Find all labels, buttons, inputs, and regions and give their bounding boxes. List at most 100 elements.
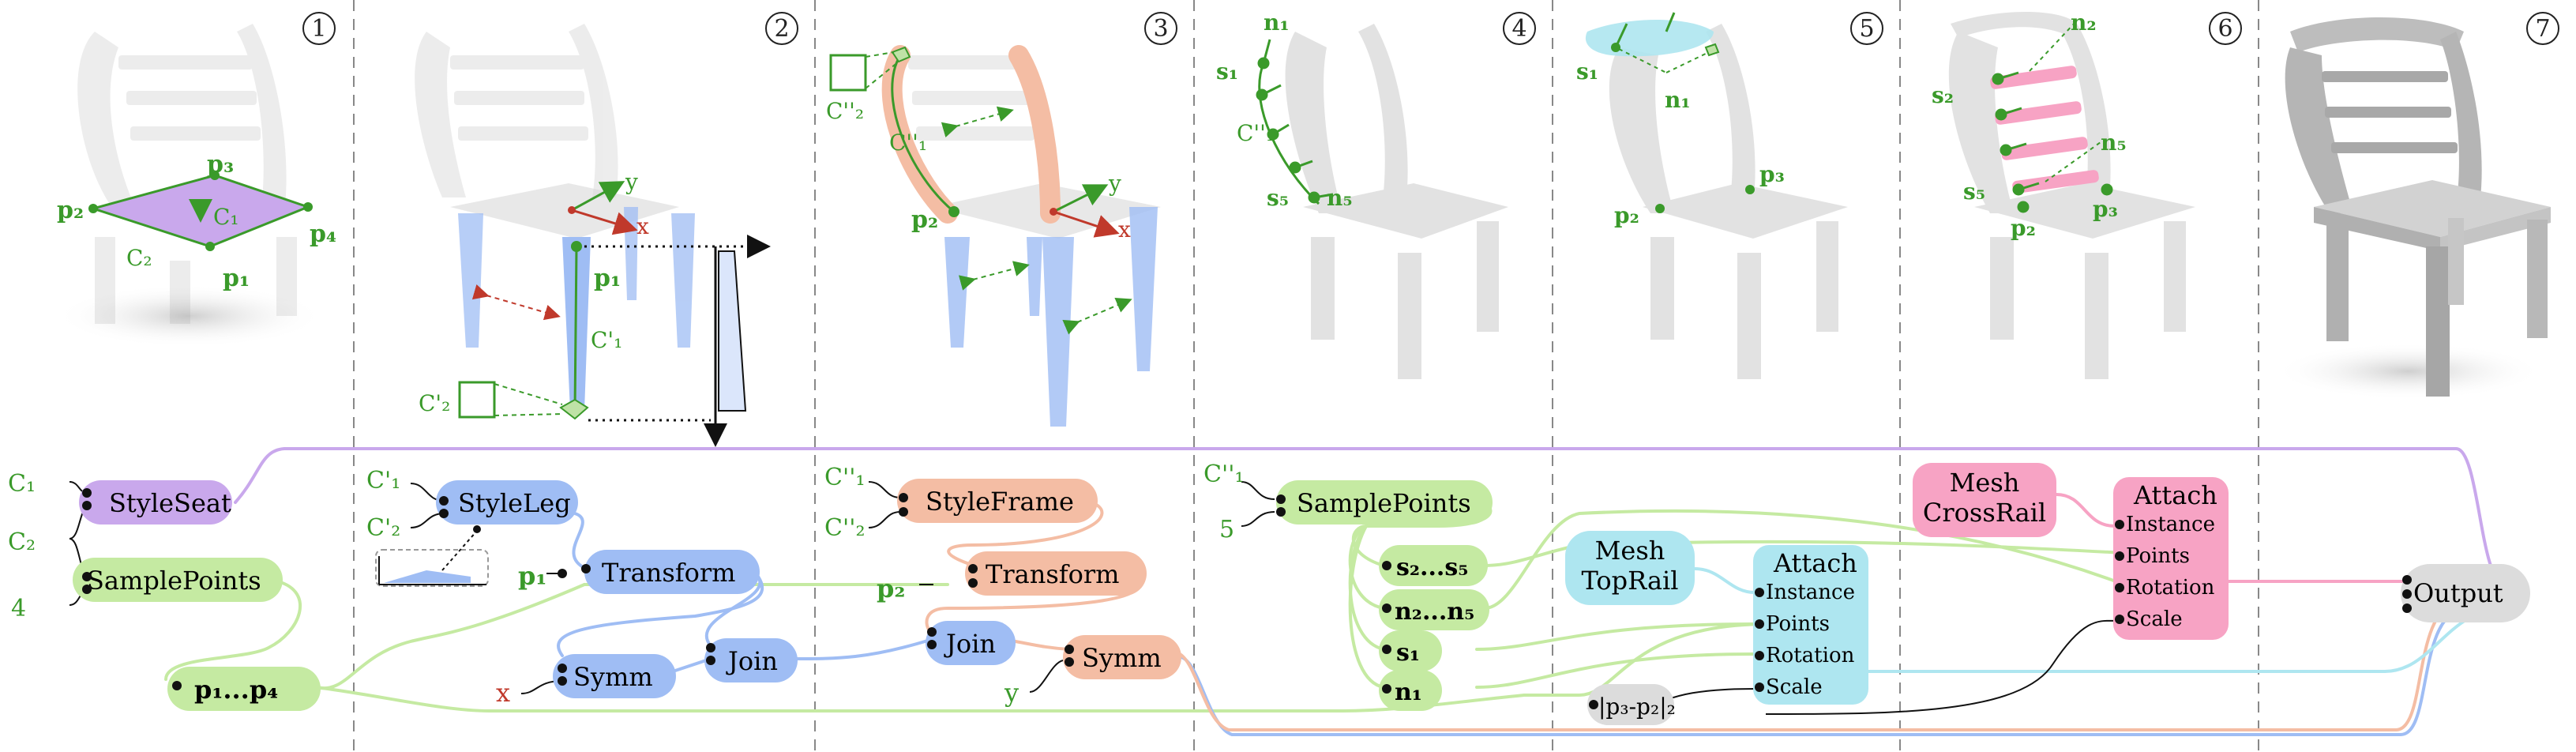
panel-numbers: 1 2 3 4 5 6 7 — [302, 12, 2559, 45]
node-transform-1 — [584, 550, 760, 594]
svg-text:s₂...s₅: s₂...s₅ — [1396, 554, 1468, 581]
panel-number-6: 6 — [2209, 12, 2242, 45]
svg-text:|p₃-p₂|₂: |p₃-p₂|₂ — [1598, 694, 1676, 720]
node-p1-p4 — [167, 667, 321, 711]
svg-text:5: 5 — [1859, 15, 1874, 43]
node-n2-n5 — [1379, 589, 1489, 630]
panel-number-3: 3 — [1144, 12, 1177, 45]
svg-text:Rotation: Rotation — [1766, 644, 1855, 667]
label-s5: s₅ — [1267, 185, 1289, 211]
node-attach-2 — [2113, 477, 2229, 640]
label-n2: n₂ — [2071, 9, 2097, 36]
svg-text:Scale: Scale — [1766, 675, 1823, 699]
svg-text:2: 2 — [774, 15, 789, 43]
input-p1: p₁ — [518, 561, 546, 591]
input-five: 5 — [1219, 516, 1234, 543]
label-p2: p₂ — [1614, 202, 1639, 228]
svg-text:Mesh: Mesh — [1595, 536, 1665, 566]
label-n1: n₁ — [1665, 87, 1691, 113]
svg-text:StyleSeat: StyleSeat — [109, 488, 231, 518]
node-n1 — [1379, 670, 1442, 711]
node-style-leg — [436, 480, 578, 525]
svg-text:CrossRail: CrossRail — [1923, 498, 2046, 528]
label-p1: p₁ — [594, 265, 621, 292]
node-s1 — [1379, 630, 1442, 671]
svg-text:Transform: Transform — [986, 559, 1120, 589]
label-p3: p₃ — [1759, 161, 1785, 187]
input-c2-prime: C'₂ — [366, 514, 400, 542]
node-join-2 — [926, 621, 1016, 665]
svg-text:Join: Join — [726, 646, 778, 676]
panel-2-scene: p₁ C'₁ C'₂ y x — [415, 24, 771, 447]
svg-text:SamplePoints: SamplePoints — [1297, 488, 1471, 518]
label-p2: p₂ — [57, 197, 84, 224]
node-symm-2 — [1063, 635, 1181, 679]
svg-text:7: 7 — [2535, 15, 2550, 43]
label-s2: s₂ — [1932, 82, 1954, 108]
label-p4: p₄ — [310, 220, 336, 248]
node-style-frame — [897, 479, 1098, 523]
label-n5: n₅ — [1327, 185, 1353, 211]
label-s5: s₅ — [1963, 179, 1985, 205]
label-p3: p₃ — [2093, 196, 2118, 222]
label-c2-double-prime: C''₂ — [826, 98, 864, 124]
label-n5: n₅ — [2101, 130, 2127, 156]
svg-text:Points: Points — [1766, 612, 1830, 636]
label-s1: s₁ — [1216, 58, 1238, 85]
axis-x-label: x — [636, 213, 649, 239]
node-join-1 — [704, 638, 798, 682]
node-sample-points-1 — [73, 558, 283, 602]
panel-3-scene: C''₂ C''₁ y x p₂ — [826, 45, 1161, 427]
panel-number-5: 5 — [1850, 12, 1883, 45]
node-transform-2 — [965, 551, 1147, 596]
svg-text:Mesh: Mesh — [1950, 468, 2020, 498]
panel-number-2: 2 — [765, 12, 798, 45]
node-mesh-toprail — [1565, 531, 1695, 605]
svg-text:StyleLeg: StyleLeg — [458, 488, 571, 518]
input-c1-double-prime: C''₁ — [824, 464, 865, 491]
input-four: 4 — [11, 595, 26, 622]
svg-text:Instance: Instance — [2126, 513, 2215, 536]
panel-separators — [353, 0, 2259, 752]
panel-number-4: 4 — [1503, 12, 1536, 45]
label-n1: n₁ — [1264, 9, 1290, 36]
label-c1-double-prime: C''₁ — [889, 130, 927, 156]
input-c1-prime: C'₁ — [366, 467, 400, 494]
node-symm-1 — [553, 654, 676, 698]
input-y-vector: y — [1004, 678, 1019, 708]
node-distance — [1587, 684, 1674, 725]
label-p2: p₂ — [2011, 215, 2036, 241]
svg-text:6: 6 — [2217, 15, 2232, 43]
panel-7-scene — [2274, 17, 2551, 400]
svg-text:Points: Points — [2126, 544, 2190, 568]
panel-4-scene: n₁ s₁ s₅ n₅ C''₁ — [1216, 9, 1508, 379]
label-p2: p₂ — [911, 206, 938, 234]
svg-text:Rotation: Rotation — [2126, 576, 2215, 600]
leg-profile-inset — [375, 525, 489, 587]
svg-text:Transform: Transform — [602, 558, 736, 588]
axis-y-label: y — [625, 169, 638, 195]
label-p3: p₃ — [207, 151, 234, 179]
axis-x-label: x — [1118, 216, 1131, 243]
panel-5-scene: s₁ n₁ p₂ p₃ — [1576, 12, 1848, 379]
svg-text:4: 4 — [1511, 15, 1526, 43]
input-x-vector: x — [496, 678, 510, 708]
node-mesh-crossrail — [1913, 463, 2056, 537]
top-rail — [1585, 20, 1714, 57]
svg-text:p₁...p₄: p₁...p₄ — [194, 675, 278, 705]
label-c1-double-prime: C''₁ — [1237, 120, 1275, 146]
svg-text:Join: Join — [944, 629, 996, 659]
input-c2-double-prime: C''₂ — [824, 514, 865, 542]
node-sample-points-2 — [1276, 480, 1493, 525]
panel-number-1: 1 — [302, 12, 336, 45]
svg-text:Attach: Attach — [2133, 480, 2217, 510]
svg-text:SamplePoints: SamplePoints — [87, 566, 261, 596]
svg-text:Scale: Scale — [2126, 607, 2183, 631]
svg-text:StyleFrame: StyleFrame — [926, 487, 1074, 517]
port-dots — [82, 488, 2412, 709]
svg-text:Instance: Instance — [1766, 581, 1855, 604]
panel-1-scene: p₃ p₂ p₄ p₁ C₁ C₂ — [55, 24, 336, 348]
input-c1-double-prime-b: C''₁ — [1204, 461, 1244, 488]
node-style-seat — [79, 480, 232, 525]
svg-text:Symm: Symm — [1082, 643, 1162, 673]
